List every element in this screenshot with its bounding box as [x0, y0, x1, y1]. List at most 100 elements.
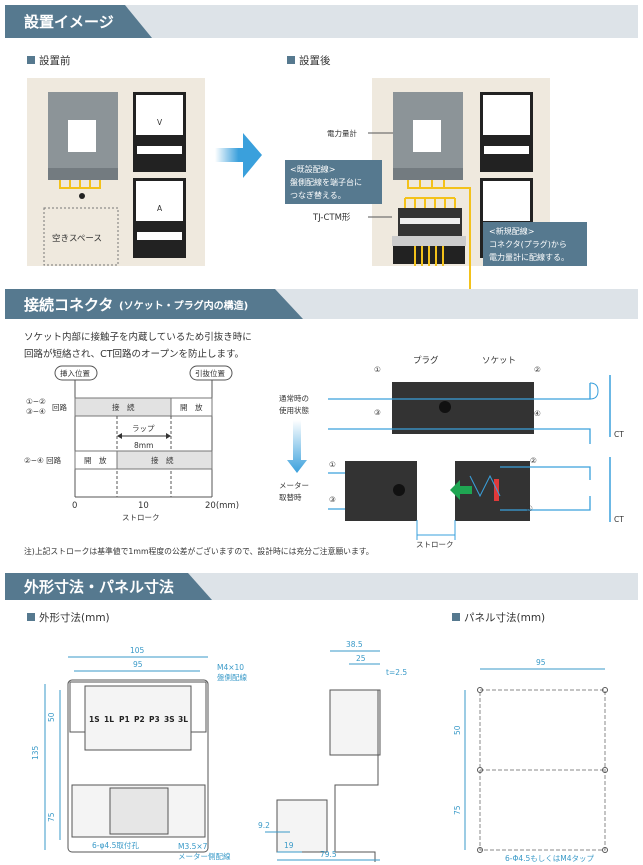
svg-text:t=2.5: t=2.5 — [386, 668, 407, 677]
plug-label: プラグ — [413, 355, 439, 366]
svg-text:④: ④ — [534, 409, 541, 418]
svg-text:50: 50 — [47, 712, 56, 722]
row1-connected: 接 続 — [112, 402, 135, 412]
row2-open: 開 放 — [84, 455, 107, 465]
amp-label: A — [157, 204, 163, 213]
svg-text:電力量計に配線する。: 電力量計に配線する。 — [489, 252, 569, 262]
x-tick: 10 — [138, 501, 149, 511]
svg-text:75: 75 — [47, 812, 56, 822]
callout-new-wiring: <新規配線> コネクタ(プラグ)から 電力量計に配線する。 — [483, 222, 587, 266]
bullet-square — [27, 613, 35, 621]
stroke-timing-chart: 挿入位置 引抜位置 接 続 開 放 ①−② ③−④ 回路 ラップ 8mm 開 放… — [24, 365, 239, 522]
row1-label: ①−② — [26, 397, 46, 406]
svg-text:79.5: 79.5 — [320, 850, 337, 859]
volt-label: V — [157, 118, 163, 127]
svg-text:1L: 1L — [104, 715, 114, 724]
stroke-label: ストローク — [416, 540, 454, 549]
callout-existing-wiring: <既設配線> 盤側配線を端子台に つなぎ替える。 — [285, 160, 382, 204]
svg-text:盤側配線: 盤側配線 — [217, 672, 247, 682]
connector-diagram-normal: プラグ ソケット CT ① ② ③ ④ — [328, 355, 624, 444]
svg-text:6-Φ4.5もしくはM4タップ: 6-Φ4.5もしくはM4タップ — [505, 854, 595, 863]
svg-text:105: 105 — [130, 646, 145, 655]
empty-space-label: 空きスペース — [52, 233, 102, 244]
section-title: 外形寸法・パネル寸法 — [23, 578, 174, 596]
pull-position-label: 引抜位置 — [195, 368, 225, 378]
svg-text:P3: P3 — [149, 715, 160, 724]
description-line: 回路が短絡され、CT回路のオープンを防止します。 — [24, 348, 244, 360]
outline-label: 外形寸法(mm) — [39, 611, 110, 624]
svg-text:6-φ4.5取付孔: 6-φ4.5取付孔 — [92, 840, 139, 850]
svg-text:③: ③ — [329, 495, 336, 504]
arrow-right-icon — [215, 133, 262, 178]
section-header-dimensions: 外形寸法・パネル寸法 — [5, 573, 638, 600]
ct-label: CT — [614, 515, 624, 524]
bullet-square — [287, 56, 295, 64]
svg-text:④: ④ — [526, 504, 533, 513]
before-illustration: 空きスペース V A — [27, 78, 205, 266]
svg-text:P2: P2 — [134, 715, 145, 724]
lap-value: 8mm — [134, 441, 153, 450]
lap-label: ラップ — [132, 424, 155, 433]
section-title: 接続コネクタ — [24, 296, 113, 314]
note: 注)上記ストロークは基準値で1mm程度の公差がございますので、設計時には充分ご注… — [24, 546, 374, 556]
svg-text:①: ① — [374, 365, 381, 374]
svg-text:3L: 3L — [178, 715, 188, 724]
section-header-connector: 接続コネクタ (ソケット・プラグ内の構造) — [5, 289, 638, 319]
row1-label: 回路 — [52, 402, 67, 412]
pull-arrow-icon — [450, 480, 472, 500]
svg-text:1S: 1S — [89, 715, 100, 724]
section-title: 設置イメージ — [24, 13, 114, 31]
x-tick: 20(mm) — [205, 501, 239, 511]
panel-label: パネル寸法(mm) — [464, 611, 545, 624]
svg-text:②: ② — [530, 456, 537, 465]
arrow-down-icon — [287, 420, 307, 473]
svg-text:③: ③ — [374, 408, 381, 417]
svg-text:135: 135 — [31, 745, 40, 760]
section-subtitle: (ソケット・プラグ内の構造) — [119, 299, 248, 312]
svg-text:②: ② — [534, 365, 541, 374]
svg-text:つなぎ替える。: つなぎ替える。 — [290, 190, 346, 200]
svg-text:95: 95 — [536, 658, 546, 667]
meter-replace-label: メーター — [279, 481, 309, 490]
svg-text:19: 19 — [284, 841, 294, 850]
description-line: ソケット内部に接触子を内蔵しているため引抜き時に — [24, 331, 252, 343]
front-dimension-drawing: 105 95 M4×10 盤側配線 135 50 75 1S 1L P1 P2 … — [31, 646, 247, 861]
socket-label: ソケット — [482, 356, 516, 366]
connector-diagram-replace: CT ① ② ③ ④ ストローク — [328, 456, 624, 549]
before-label: 設置前 — [39, 54, 71, 67]
svg-text:M3.5×7: M3.5×7 — [178, 842, 208, 851]
x-tick: 0 — [72, 501, 77, 511]
x-axis-label: ストローク — [122, 513, 160, 522]
normal-state-label: 通常時の — [279, 393, 309, 403]
normal-state-label: 使用状態 — [279, 405, 309, 415]
row1-open: 開 放 — [180, 402, 203, 412]
power-meter-label: 電力量計 — [327, 128, 357, 138]
svg-text:95: 95 — [133, 660, 143, 669]
panel-dimension-drawing: 95 50 75 6-Φ4.5もしくはM4タップ — [453, 658, 608, 863]
svg-text:M4×10: M4×10 — [217, 663, 244, 672]
bullet-square — [27, 56, 35, 64]
bullet-square — [452, 613, 460, 621]
row2-connected: 接 続 — [151, 455, 174, 465]
svg-text:①: ① — [329, 460, 336, 469]
row1-label: ③−④ — [26, 407, 46, 416]
svg-text:盤側配線を端子台に: 盤側配線を端子台に — [290, 177, 362, 187]
after-illustration — [368, 78, 550, 318]
after-label: 設置後 — [299, 54, 331, 67]
svg-text:メーター側配線: メーター側配線 — [178, 851, 231, 861]
insert-position-label: 挿入位置 — [60, 368, 90, 378]
svg-text:38.5: 38.5 — [346, 640, 363, 649]
svg-text:25: 25 — [356, 654, 366, 663]
section-header-installation: 設置イメージ — [5, 5, 638, 38]
model-label: TJ-CTM形 — [312, 213, 351, 223]
svg-text:3S: 3S — [164, 715, 175, 724]
svg-text:9.2: 9.2 — [258, 821, 270, 830]
ct-label: CT — [614, 430, 624, 439]
side-dimension-drawing: 38.5 25 t=2.5 9.2 19 79.5 — [258, 640, 407, 862]
meter-replace-label: 取替時 — [279, 492, 302, 502]
row2-label: ②−④ 回路 — [24, 455, 62, 465]
svg-text:P1: P1 — [119, 715, 130, 724]
svg-text:<新規配線>: <新規配線> — [489, 226, 534, 236]
